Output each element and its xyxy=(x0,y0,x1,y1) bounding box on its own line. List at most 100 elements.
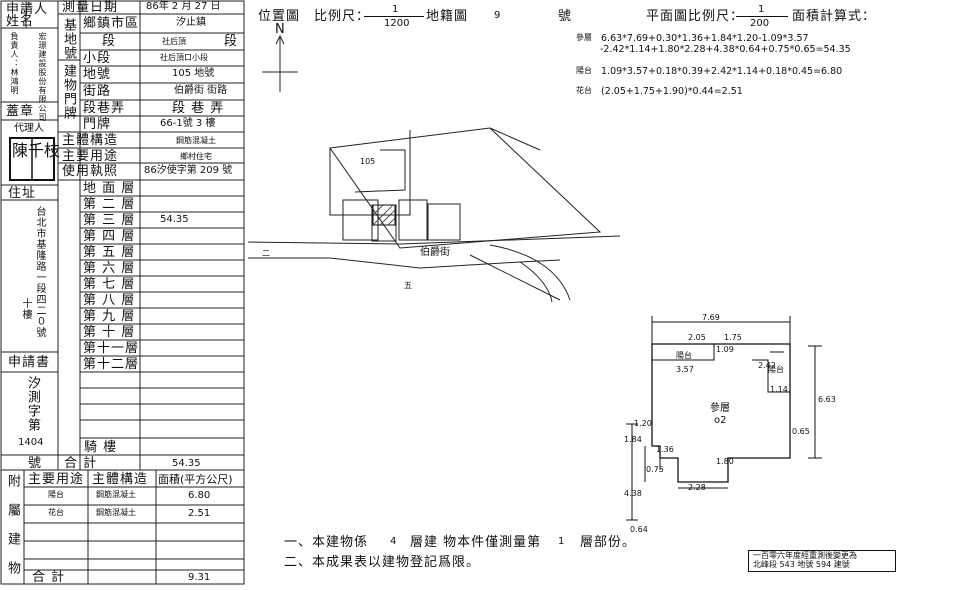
township: 汐止鎮 xyxy=(176,17,206,28)
subsection-label: 小段 xyxy=(83,51,112,66)
floor-label: 第 二 層 xyxy=(83,197,136,212)
lot-label-3: 五 xyxy=(404,281,412,290)
annex-usage: 花台 xyxy=(48,508,64,517)
dim-065: 0.65 xyxy=(792,427,810,436)
note1-floor: 1 xyxy=(558,536,565,547)
measure-date-label: 測量日期 xyxy=(62,0,119,15)
dim-663: 6.63 xyxy=(818,395,836,404)
room-balcony-2: 陽台 xyxy=(768,365,784,374)
floor-area: 54.35 xyxy=(160,214,189,225)
address: 台北市基隆路一段四二０號 xyxy=(34,206,45,338)
annex-structure: 鋼筋混凝土 xyxy=(96,490,136,499)
applicant-label: 申請人 xyxy=(6,2,49,17)
area-formula-title: 面積計算式： xyxy=(792,9,877,24)
annex-area: 2.51 xyxy=(188,508,211,519)
subsection-value: 社后頂口小段 xyxy=(160,53,208,62)
lot-value: 105 地號 xyxy=(172,68,215,79)
annex-col-structure: 主體構造 xyxy=(92,472,149,487)
door-side-label: 建物門牌 xyxy=(61,64,76,120)
floor-label: 地 面 層 xyxy=(83,181,136,196)
seal-label: 蓋章 xyxy=(6,104,35,119)
dim-114: 1.14 xyxy=(770,385,788,394)
plan-scale-bar xyxy=(736,16,788,17)
calc-formula: (2.05+1.75+1.90)*0.44=2.51 xyxy=(601,86,743,97)
cadastral-label: 地籍圖 xyxy=(426,9,469,24)
license-value: 86汐使字第 209 號 xyxy=(144,165,233,176)
street-name-label: 伯爵街 xyxy=(420,247,450,258)
floors-total-value: 54.35 xyxy=(172,458,201,469)
floor-label: 第 四 層 xyxy=(83,229,136,244)
revision-stamp: 一百零六年度經重測後變更為 北峰段 543 地號 594 建號 xyxy=(748,550,896,572)
floor-label: 第 十 層 xyxy=(83,325,136,340)
usage-value: 鄉村住宅 xyxy=(180,152,212,161)
room-balcony-1: 陽台 xyxy=(676,351,692,360)
section-label: 段 xyxy=(102,34,117,49)
base-label: 基地號 xyxy=(61,18,76,60)
note1-mid: 層建 物本件僅測量第 xyxy=(410,535,542,550)
dim-228: 2.28 xyxy=(688,483,706,492)
location-scale-den: 1200 xyxy=(384,18,410,29)
floor-label: 第 三 層 xyxy=(83,213,136,228)
calc-label: 參層 xyxy=(576,33,592,42)
cadastral-no: 9 xyxy=(494,10,501,21)
annex-col-area: 面積(平方公尺) xyxy=(158,473,233,486)
dim-180: 1.80 xyxy=(716,457,734,466)
dim-top: 7.69 xyxy=(702,313,720,322)
location-scale-label: 比例尺： xyxy=(314,9,371,24)
note1-pre: 一、本建物係 xyxy=(284,535,369,550)
agent-label: 代理人 xyxy=(14,123,44,134)
dim-205: 2.05 xyxy=(688,333,706,342)
floor-label: 第十二層 xyxy=(83,357,140,372)
street-label: 街路 xyxy=(83,84,112,99)
lane-value: 段 巷 弄 xyxy=(172,101,225,116)
annex-structure: 鋼筋混凝土 xyxy=(96,508,136,517)
stamp-line2: 北峰段 543 地號 594 建號 xyxy=(753,560,850,569)
annex-usage: 陽台 xyxy=(48,490,64,499)
dim-136: 1.36 xyxy=(656,445,674,454)
room-code: o2 xyxy=(714,415,727,426)
floor-label: 第 八 層 xyxy=(83,293,136,308)
lot-label-1: 105 xyxy=(360,157,376,166)
plan-scale-den: 200 xyxy=(750,18,770,29)
address-floor: 十樓 xyxy=(20,298,31,320)
dim-184: 1.84 xyxy=(624,435,642,444)
section-unit: 段 xyxy=(224,34,239,49)
location-title: 位置圖 xyxy=(258,9,301,24)
application-no: 汐測字第 xyxy=(25,376,40,432)
license-label: 使用執照 xyxy=(62,164,119,179)
arcade-label: 騎 樓 xyxy=(84,440,118,455)
stamp-line1: 一百零六年度經重測後變更為 xyxy=(753,551,857,560)
section-value: 社后頂 xyxy=(162,37,186,46)
north-arrow-head xyxy=(275,34,285,45)
location-scale-num: 1 xyxy=(392,4,399,15)
township-label: 鄉鎮市區 xyxy=(83,16,140,31)
calc-label: 花台 xyxy=(576,86,592,95)
door-label: 門牌 xyxy=(83,117,112,132)
note1-post: 層部份。 xyxy=(580,535,637,550)
application-suffix: 號 xyxy=(28,456,43,471)
floor-label: 第十一層 xyxy=(83,341,140,356)
room-main: 參層 xyxy=(710,403,730,414)
annex-total-label: 合 計 xyxy=(32,570,66,585)
dim-075: 0.75 xyxy=(646,465,664,474)
lot-label: 地號 xyxy=(83,67,112,82)
representative: 負責人：林鴻明 xyxy=(10,32,19,95)
calc-formula: 6.63*7.69+0.30*1.36+1.84*1.20-1.09*3.57 xyxy=(601,33,809,44)
north-label: N xyxy=(275,22,286,37)
floors-total-label: 合 計 xyxy=(64,456,98,471)
annex-total-value: 9.31 xyxy=(188,572,211,583)
location-scale-bar xyxy=(364,16,424,17)
calc-formula: 1.09*3.57+0.18*0.39+2.42*1.14+0.18*0.45=… xyxy=(601,66,843,77)
plan-scale-num: 1 xyxy=(758,4,765,15)
measure-date: 86年 2 月 27 日 xyxy=(146,1,221,12)
note2: 二、本成果表以建物登記爲限。 xyxy=(284,555,481,570)
application-label: 申請書 xyxy=(8,355,51,370)
application-num: 1404 xyxy=(18,437,44,448)
lane-label: 段巷弄 xyxy=(83,101,126,116)
dim-438: 4.38 xyxy=(624,489,642,498)
dim-175: 1.75 xyxy=(724,333,742,342)
plan-title: 平面圖比例尺： xyxy=(646,9,745,24)
